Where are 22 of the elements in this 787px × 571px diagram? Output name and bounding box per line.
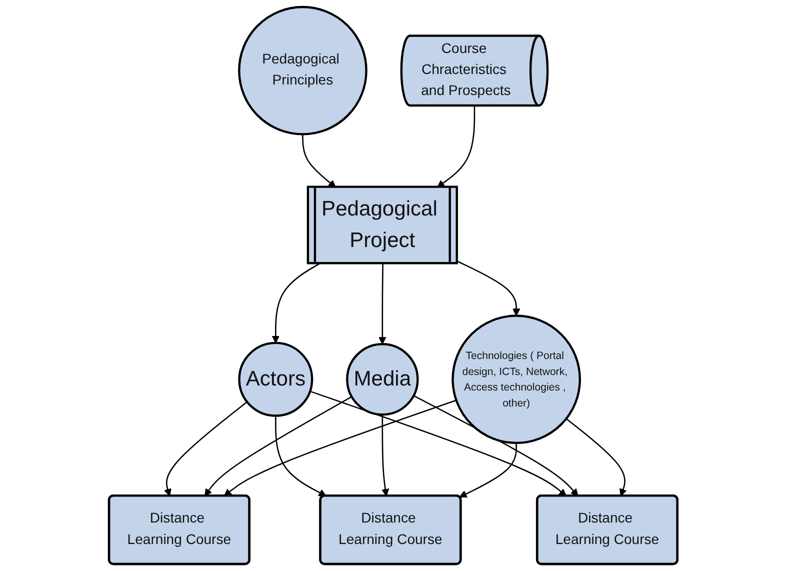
circle-node: Media bbox=[346, 343, 420, 416]
arrow bbox=[460, 442, 518, 498]
arrow bbox=[275, 416, 327, 496]
circle-node: Pedagogical Principles bbox=[238, 6, 368, 136]
rounded-box: Distance Learning Course bbox=[108, 494, 251, 566]
arrow bbox=[164, 401, 248, 496]
circle-node: Actors bbox=[238, 342, 314, 417]
arrow bbox=[378, 264, 387, 344]
arrow bbox=[566, 418, 628, 496]
storage-cylinder: Course Chracteristics and Prospects bbox=[400, 34, 549, 107]
arrow bbox=[302, 134, 336, 188]
arrow bbox=[457, 260, 520, 316]
arrow bbox=[272, 263, 320, 344]
rounded-box: Distance Learning Course bbox=[536, 494, 679, 566]
arrow bbox=[437, 105, 476, 188]
process-box: Pedagogical Project bbox=[307, 186, 458, 264]
arrow bbox=[204, 396, 352, 496]
arrow bbox=[224, 400, 457, 496]
rounded-box: Distance Learning Course bbox=[319, 494, 462, 566]
arrow bbox=[310, 390, 567, 496]
arrow bbox=[382, 414, 390, 496]
circle-node: Technologies ( Portal design, ICTs, Network, Access technologies , other) bbox=[452, 314, 582, 444]
